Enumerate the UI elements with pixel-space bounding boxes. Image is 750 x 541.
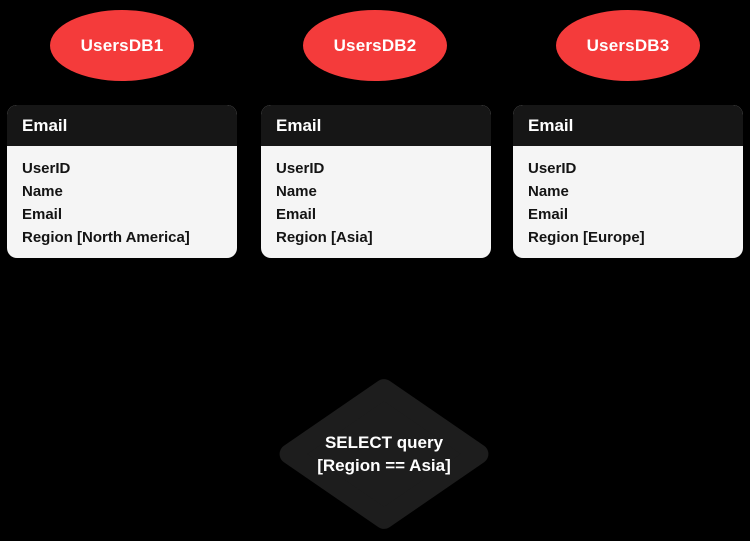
- table-card-body: UserID Name Email Region [Europe]: [513, 146, 743, 249]
- database-node-usersdb1: UsersDB1: [50, 10, 194, 81]
- field-row: Name: [276, 183, 317, 200]
- table-card-header: Email: [513, 105, 743, 146]
- table-card-usersdb2: Email UserID Name Email Region [Asia]: [261, 105, 491, 258]
- field-row: Region [Europe]: [528, 229, 645, 246]
- query-text: SELECT query [Region == Asia]: [262, 368, 506, 540]
- field-row: Name: [528, 183, 569, 200]
- table-card-header: Email: [261, 105, 491, 146]
- field-row: UserID: [22, 160, 71, 177]
- field-row: Region [Asia]: [276, 229, 373, 246]
- table-card-header: Email: [7, 105, 237, 146]
- table-key-label: Email: [22, 115, 68, 135]
- field-row: Email: [276, 206, 317, 223]
- query-text-line1: SELECT query: [324, 433, 444, 452]
- table-card-usersdb1: Email UserID Name Email Region [North Am…: [7, 105, 237, 258]
- database-node-usersdb2: UsersDB2: [303, 10, 447, 81]
- query-text-line2: [Region == Asia]: [317, 456, 451, 475]
- table-key-label: Email: [528, 115, 574, 135]
- field-row: Email: [528, 206, 569, 223]
- table-card-body: UserID Name Email Region [North America]: [7, 146, 237, 249]
- select-query-diamond: SELECT query [Region == Asia]: [262, 368, 506, 540]
- table-card-usersdb3: Email UserID Name Email Region [Europe]: [513, 105, 743, 258]
- field-row: Name: [22, 183, 63, 200]
- diamond-shape: [279, 379, 489, 529]
- field-row: Region [North America]: [22, 229, 190, 246]
- field-row: UserID: [276, 160, 325, 177]
- table-card-body: UserID Name Email Region [Asia]: [261, 146, 491, 249]
- field-row: Email: [22, 206, 63, 223]
- database-node-usersdb3: UsersDB3: [556, 10, 700, 81]
- database-node-label: UsersDB3: [586, 35, 670, 55]
- database-node-label: UsersDB2: [333, 35, 417, 55]
- database-node-label: UsersDB1: [80, 35, 164, 55]
- table-key-label: Email: [276, 115, 322, 135]
- field-row: UserID: [528, 160, 577, 177]
